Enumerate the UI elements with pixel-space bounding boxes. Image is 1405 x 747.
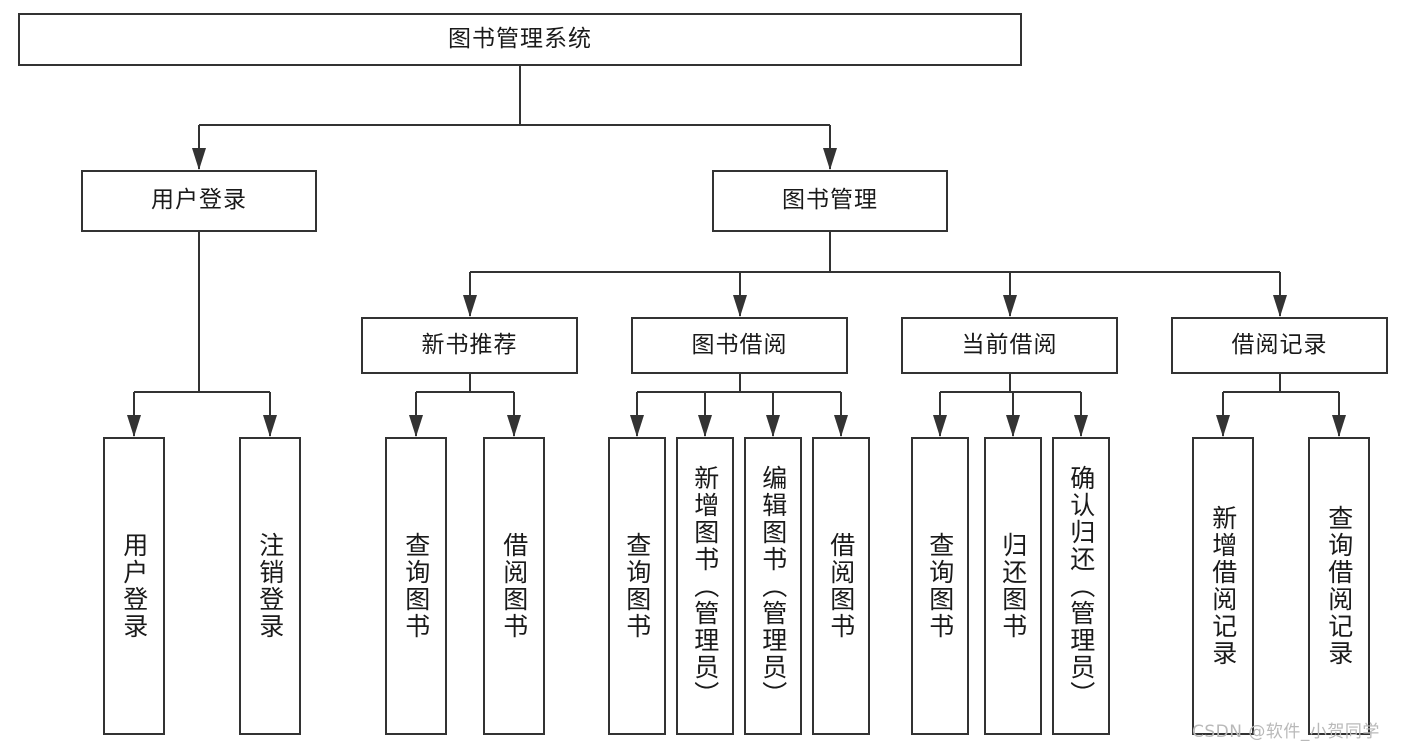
node-label: 新书推荐 xyxy=(421,331,518,358)
node-label: 借阅记录 xyxy=(1231,331,1328,358)
node-label: 图书管理 xyxy=(782,187,878,214)
node-leaf-add-record[interactable]: 新增借阅记录 xyxy=(1192,437,1254,735)
node-label: 确认归还（管理员） xyxy=(1066,464,1096,708)
node-label: 注销登录 xyxy=(255,532,285,640)
node-book-borrow[interactable]: 图书借阅 xyxy=(631,317,848,374)
node-leaf-return-book[interactable]: 归还图书 xyxy=(984,437,1042,735)
node-label: 图书借阅 xyxy=(691,331,788,358)
node-label: 新增借阅记录 xyxy=(1208,505,1238,667)
node-label: 归还图书 xyxy=(998,532,1028,640)
node-leaf-query-book-1[interactable]: 查询图书 xyxy=(385,437,447,735)
node-label: 编辑图书（管理员） xyxy=(758,464,788,708)
node-leaf-query-book-3[interactable]: 查询图书 xyxy=(911,437,969,735)
node-label: 借阅图书 xyxy=(499,532,529,640)
node-label: 查询图书 xyxy=(925,532,955,640)
node-label: 新增图书（管理员） xyxy=(690,464,720,708)
node-label: 用户登录 xyxy=(119,532,149,640)
node-label: 查询借阅记录 xyxy=(1324,505,1354,667)
node-current-borrow[interactable]: 当前借阅 xyxy=(901,317,1118,374)
node-leaf-user-login[interactable]: 用户登录 xyxy=(103,437,165,735)
node-leaf-query-book-2[interactable]: 查询图书 xyxy=(608,437,666,735)
node-label: 查询图书 xyxy=(622,532,652,640)
node-label: 借阅图书 xyxy=(826,532,856,640)
node-borrow-record[interactable]: 借阅记录 xyxy=(1171,317,1388,374)
node-leaf-add-book[interactable]: 新增图书（管理员） xyxy=(676,437,734,735)
node-book-management[interactable]: 图书管理 xyxy=(712,170,948,232)
node-root[interactable]: 图书管理系统 xyxy=(18,13,1022,66)
node-user-login[interactable]: 用户登录 xyxy=(81,170,317,232)
node-leaf-logout[interactable]: 注销登录 xyxy=(239,437,301,735)
node-label: 用户登录 xyxy=(151,187,247,214)
node-leaf-borrow-book-2[interactable]: 借阅图书 xyxy=(812,437,870,735)
node-leaf-edit-book[interactable]: 编辑图书（管理员） xyxy=(744,437,802,735)
node-leaf-borrow-book-1[interactable]: 借阅图书 xyxy=(483,437,545,735)
node-label: 当前借阅 xyxy=(961,331,1058,358)
node-leaf-confirm-return[interactable]: 确认归还（管理员） xyxy=(1052,437,1110,735)
node-new-book-recommend[interactable]: 新书推荐 xyxy=(361,317,578,374)
csdn-watermark: CSDN @软件_小贺同学 xyxy=(1192,722,1380,742)
node-label: 查询图书 xyxy=(401,532,431,640)
node-label: 图书管理系统 xyxy=(448,25,592,52)
node-leaf-query-record[interactable]: 查询借阅记录 xyxy=(1308,437,1370,735)
